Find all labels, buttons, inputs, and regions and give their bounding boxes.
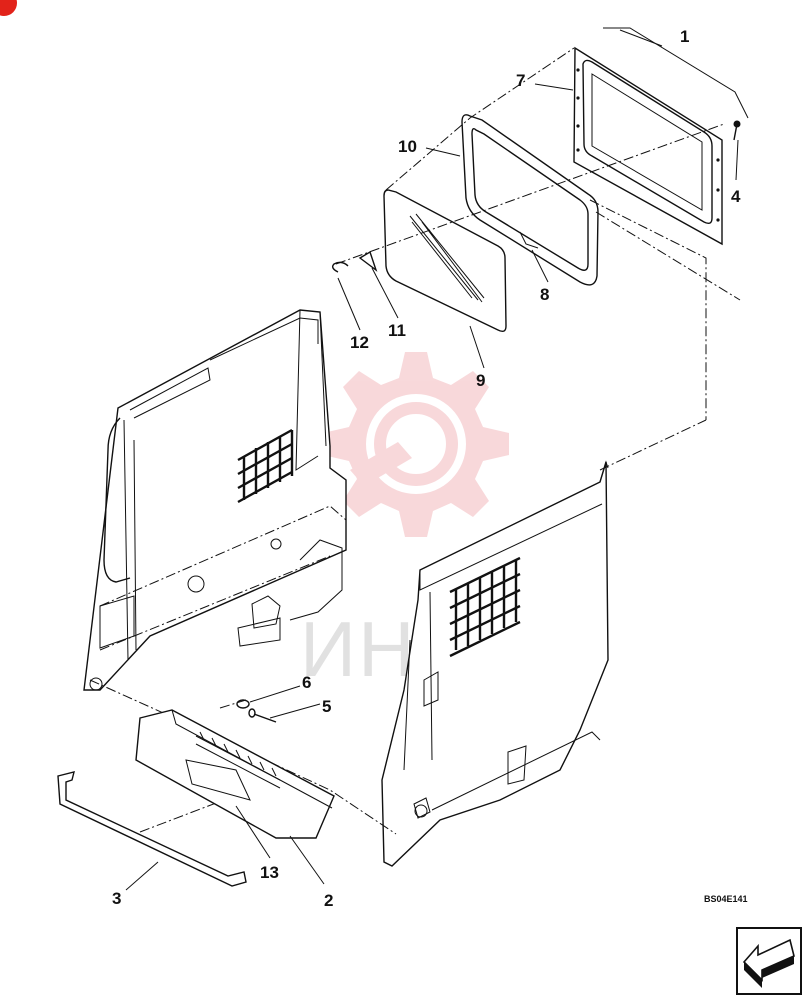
callout-5: 5 <box>322 697 331 716</box>
callout-6: 6 <box>302 673 311 692</box>
window-glass <box>383 189 507 333</box>
callout-10: 10 <box>398 137 417 156</box>
callout-8: 8 <box>540 285 549 304</box>
callout-13: 13 <box>260 863 279 882</box>
window-frame <box>573 46 723 246</box>
callout-9: 9 <box>476 371 485 390</box>
callout-11: 11 <box>388 321 406 340</box>
washer-icon <box>236 699 250 709</box>
callout-12: 12 <box>350 333 369 352</box>
watermark: ИНТЕХ <box>300 352 572 693</box>
left-grille <box>237 428 294 504</box>
callout-3: 3 <box>112 889 121 908</box>
callout-7: 7 <box>516 71 525 90</box>
left-side-panel <box>83 309 347 691</box>
callout-4: 4 <box>731 187 741 206</box>
right-grille <box>449 556 521 658</box>
callout-2: 2 <box>324 891 333 910</box>
screw-icon <box>733 120 741 141</box>
bottom-cover <box>135 709 335 839</box>
drawing-code: BS04E141 <box>704 894 748 904</box>
right-side-panel <box>381 460 609 867</box>
bolt-icon <box>248 708 277 723</box>
corner-badge-icon <box>0 0 17 16</box>
latch-parts <box>331 250 378 273</box>
callout-1: 1 <box>680 27 689 46</box>
next-page-arrow-icon[interactable] <box>736 927 802 995</box>
support-rod <box>57 771 247 887</box>
